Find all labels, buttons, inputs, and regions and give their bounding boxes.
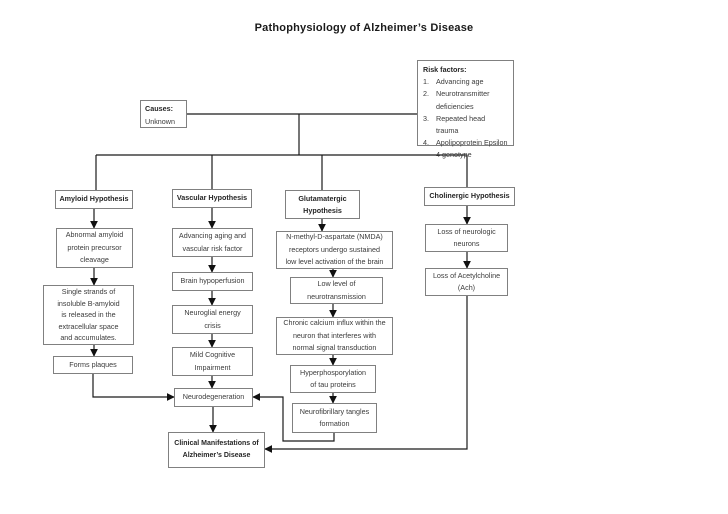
node-neuroglial-energy-crisis: Neuroglial energy crisis	[172, 305, 253, 334]
node-hyperphosporylation-tau: Hyperphosporylation of tau proteins	[290, 365, 376, 393]
node-loss-acetylcholine: Loss of Acetylcholine (Ach)	[425, 268, 508, 296]
risk-factor-item: 2. Neurotransmitter deficiencies	[423, 88, 509, 112]
risk-item-number: 4.	[423, 138, 429, 148]
node-chronic-calcium-influx: Chronic calcium influx within the neuron…	[276, 317, 393, 355]
node-mild-cognitive-impairment: Mild Cognitive Impairment	[172, 347, 253, 376]
risk-factor-item: 4. Apolipoprotein Epsilon 4 genotype	[423, 137, 509, 161]
node-cholinergic-hypothesis: Cholinergic Hypothesis	[424, 187, 515, 206]
node-low-level-neurotransmission: Low level of neurotransmission	[290, 277, 383, 304]
node-clinical-manifestations: Clinical Manifestations of Alzheimer’s D…	[168, 432, 265, 468]
node-forms-plaques: Forms plaques	[53, 356, 133, 374]
node-single-strands-b-amyloid: Single strands of insoluble B-amyloid is…	[43, 285, 134, 345]
node-loss-neurologic-neurons: Loss of neurologic neurons	[425, 224, 508, 252]
node-amyloid-hypothesis: Amyloid Hypothesis	[55, 190, 133, 209]
risk-item-number: 3.	[423, 113, 429, 123]
node-nmda-receptors: N-methyl-D-aspartate (NMDA) receptors un…	[276, 231, 393, 269]
arrow-plaques-neurodegeneration	[92, 374, 175, 401]
risk-factor-item: 3. Repeated head trauma	[423, 113, 509, 137]
risk-item-text: Repeated head trauma	[436, 113, 486, 136]
risk-item-number: 2.	[423, 89, 429, 99]
node-neurofibrillary-tangles: Neurofibrillary tangles formation	[292, 403, 377, 433]
risk-item-text: Advancing age	[436, 77, 484, 87]
risk-factors-label: Risk factors:	[423, 65, 467, 74]
risk-item-number: 1.	[423, 77, 429, 87]
risk-item-text: Apolipoprotein Epsilon 4 genotype	[436, 138, 508, 160]
causes-value: Unknown	[145, 116, 175, 126]
node-vascular-hypothesis: Vascular Hypothesis	[172, 189, 252, 208]
node-neurodegeneration: Neurodegeneration	[174, 388, 253, 407]
page-title: Pathophysiology of Alzheimer’s Disease	[254, 22, 474, 34]
node-brain-hypoperfusion: Brain hypoperfusion	[172, 272, 253, 291]
node-risk-factors: Risk factors: 1. Advancing age 2. Neurot…	[417, 60, 514, 159]
node-abnormal-amyloid-cleavage: Abnormal amyloid protein precursor cleav…	[56, 228, 133, 268]
node-causes: Causes: Unknown	[140, 100, 187, 128]
risk-factor-item: 1. Advancing age	[423, 76, 509, 88]
node-advancing-aging-vascular-risk: Advancing aging and vascular risk factor	[172, 228, 253, 257]
causes-label: Causes:	[145, 104, 173, 113]
node-glutamatergic-hypothesis: Glutamatergic Hypothesis	[285, 190, 360, 219]
risk-item-text: Neurotransmitter deficiencies	[436, 89, 490, 111]
